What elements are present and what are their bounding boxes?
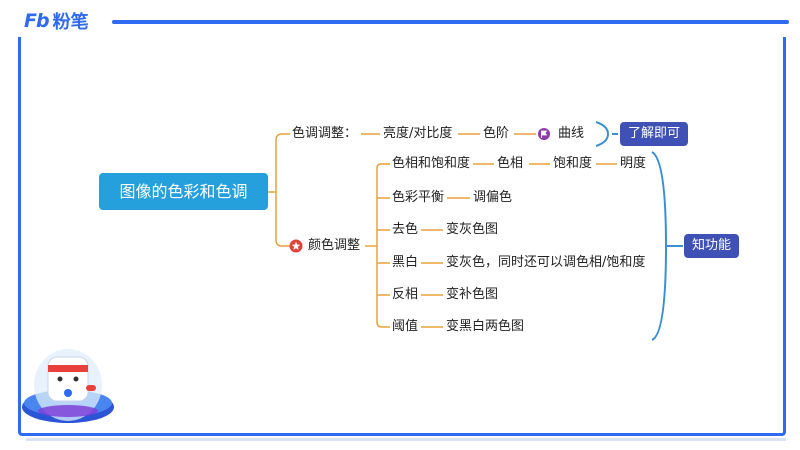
row-invert-desc: 变补色图: [446, 287, 499, 302]
color-tag-bracket: [651, 151, 668, 341]
row-threshold: 阈值: [392, 319, 419, 334]
root-branch-bracket: [275, 133, 292, 247]
tone-item-brightness: 亮度/对比度: [383, 126, 453, 141]
mascot-illustration: [22, 349, 114, 423]
row-black-white-desc: 变灰色，同时还可以调色相/饱和度: [446, 255, 646, 270]
row-color-balance: 色彩平衡: [392, 190, 445, 205]
row-black-white: 黑白: [392, 255, 419, 270]
row-hue-saturation-sat: 饱和度: [553, 156, 593, 171]
tone-item-curves: 曲线: [558, 126, 585, 141]
brand-name: 粉笔: [52, 12, 89, 33]
row-desaturate: 去色: [392, 222, 419, 237]
flag-icon: [538, 128, 550, 140]
tag-understand: 了解即可: [620, 122, 689, 146]
color-branch-label: 颜色调整: [308, 238, 361, 253]
row-hue-saturation-hue: 色相: [497, 156, 524, 171]
row-hue-saturation: 色相和饱和度: [392, 156, 471, 171]
tone-tag-bracket: [595, 121, 610, 147]
row-desaturate-desc: 变灰色图: [446, 222, 499, 237]
header-rule: [112, 20, 789, 24]
star-icon: [289, 239, 303, 253]
root-topic: 图像的色彩和色调: [99, 173, 268, 210]
brand-mark: Fb: [24, 10, 50, 32]
tag-know-function: 知功能: [684, 234, 740, 258]
color-rows-bracket: [376, 163, 390, 328]
frame-shadow: [26, 438, 786, 441]
tone-branch-label: 色调调整：: [292, 126, 358, 141]
row-color-balance-desc: 调偏色: [473, 190, 513, 205]
row-hue-saturation-light: 明度: [620, 156, 647, 171]
tone-item-levels: 色阶: [483, 126, 510, 141]
row-threshold-desc: 变黑白两色图: [446, 319, 525, 334]
row-invert: 反相: [392, 287, 419, 302]
slide-frame: [18, 37, 786, 436]
brand-logo: Fb 粉笔: [24, 8, 89, 34]
